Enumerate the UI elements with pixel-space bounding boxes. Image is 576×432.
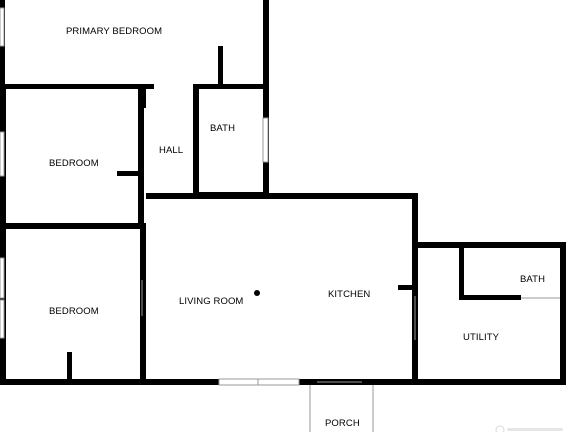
- wall-bedroom1-closet-stub: [117, 171, 140, 176]
- room-label-utility: UTILITY: [463, 332, 500, 343]
- wall-bath1-left: [193, 88, 199, 196]
- wall-bedroom2-stub: [67, 352, 72, 384]
- wall-utility-right: [560, 242, 566, 385]
- wall-bath2-bottom: [459, 295, 521, 300]
- room-label-bath-2: BATH: [520, 274, 546, 285]
- wall-primary-bottom-left: [0, 84, 154, 89]
- wall-hall-left: [142, 88, 146, 108]
- window-living-bottom: [218, 378, 300, 386]
- room-label-living-room: LIVING ROOM: [179, 296, 244, 307]
- room-label-bedroom-2: BEDROOM: [49, 306, 99, 317]
- wall-kitchen-right: [412, 193, 418, 385]
- window-bedroom2-left-a: [0, 257, 5, 299]
- room-label-bath-1: BATH: [210, 123, 236, 134]
- wall-bedroom2-right: [140, 223, 146, 385]
- room-label-kitchen: KITCHEN: [328, 289, 371, 300]
- wall-primary-bottom-right: [193, 84, 269, 89]
- room-label-hall: HALL: [159, 145, 184, 156]
- wall-utility-bottom: [412, 379, 566, 385]
- room-label-primary-bedroom: PRIMARY BEDROOM: [66, 26, 163, 37]
- room-label-porch: PORCH: [325, 418, 360, 429]
- wall-bedroom1-bottom: [0, 223, 144, 229]
- wall-bottom: [0, 379, 418, 385]
- window-bedroom2-left-b: [0, 299, 5, 339]
- window-bath1: [262, 117, 269, 163]
- room-label-bedroom-1: BEDROOM: [49, 158, 99, 169]
- wall-utility-top: [412, 242, 566, 248]
- wall-primary-right: [263, 0, 269, 196]
- window-bedroom1-left: [0, 131, 5, 177]
- wall-closet-stub: [218, 46, 223, 85]
- wall-living-top: [146, 193, 418, 199]
- ceiling-light-marker: [254, 290, 260, 296]
- wall-kitchen-counter: [398, 285, 412, 290]
- window-primary-left: [0, 7, 5, 47]
- wall-bath2-left: [459, 248, 464, 299]
- wall-bedroom1-right: [138, 84, 144, 229]
- watermark-logo-icon: [495, 425, 563, 432]
